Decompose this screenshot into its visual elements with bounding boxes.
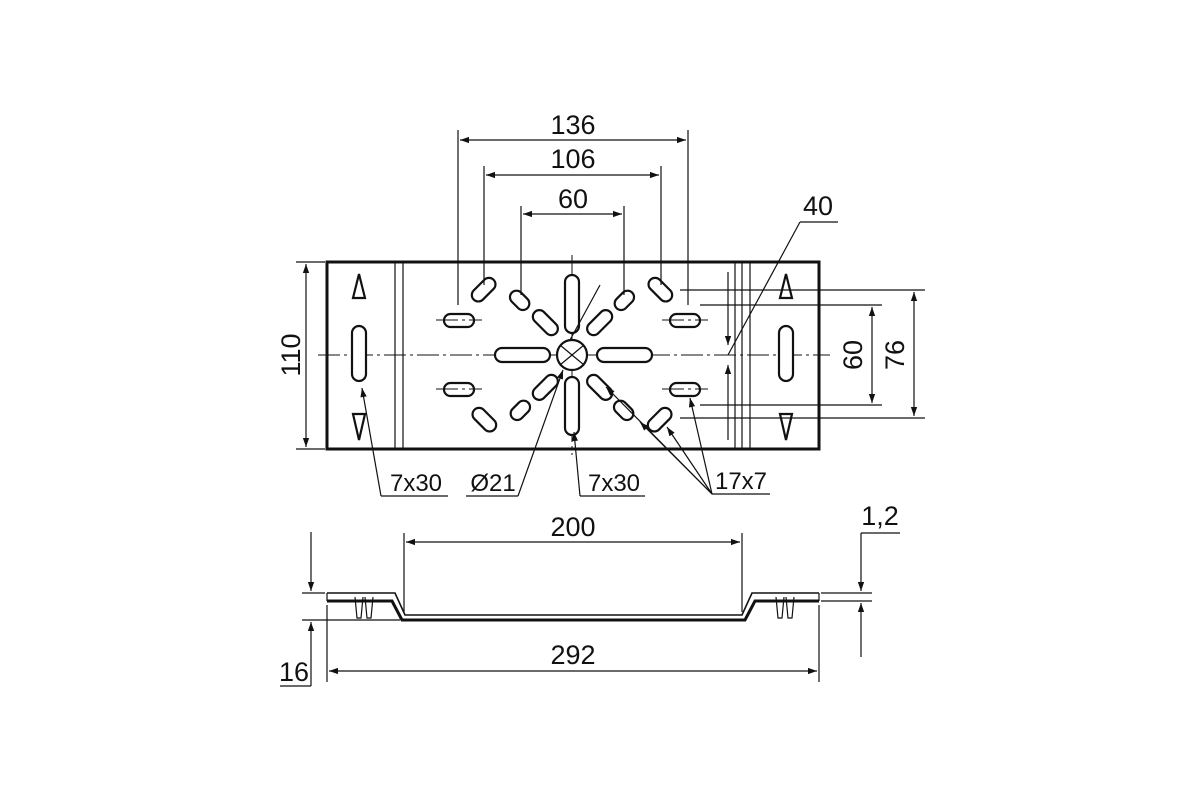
dimension-40: 40	[803, 191, 833, 221]
hole-60-ll	[509, 399, 532, 422]
dimension-110: 110	[276, 333, 306, 376]
leader-d21-through	[569, 284, 601, 341]
slot-end-right-top	[778, 273, 794, 300]
label-7x30-center: 7x30	[588, 470, 640, 497]
slot-left-arm	[493, 346, 552, 364]
center-hole-cross-2	[559, 344, 585, 366]
leader-17x7-d	[688, 397, 713, 495]
label-d21: Ø21	[470, 470, 515, 497]
slot-end-left-center	[350, 324, 368, 383]
slot-diag-lr	[586, 373, 614, 401]
profile-tab-left-2	[364, 596, 374, 619]
leader-7x30-center	[571, 431, 581, 497]
slot-right-arm	[595, 346, 654, 364]
slot-end-left-bottom	[351, 412, 367, 441]
slot-17x7-lr	[646, 406, 673, 433]
label-17x7: 17x7	[715, 468, 767, 495]
dimension-292: 292	[550, 640, 595, 670]
slot-end-left-top	[351, 273, 367, 300]
dimension-60-top: 60	[558, 184, 588, 214]
slot-diag-ul	[531, 309, 559, 337]
profile-top-edge	[327, 592, 819, 616]
leader-d21	[517, 369, 564, 497]
leader-17x7-b	[639, 421, 713, 495]
profile-bottom-edge	[327, 599, 819, 622]
hole-60-ur	[613, 289, 636, 312]
dimension-16: 16	[279, 657, 309, 687]
leader-7x30-left	[360, 387, 382, 497]
slot-17x7-ul	[470, 276, 497, 303]
hole-60-lr	[612, 399, 635, 422]
slot-diag-ll	[531, 373, 559, 401]
leader-17x7-c	[666, 426, 713, 495]
profile-tab-left-1	[354, 596, 364, 619]
slot-top	[563, 273, 581, 335]
slot-17x7-ur	[647, 276, 674, 303]
dimension-60-right: 60	[838, 340, 868, 370]
leader-40	[727, 221, 801, 356]
dimension-200: 200	[550, 512, 595, 542]
slot-end-right-bottom	[778, 412, 794, 441]
hole-60-ul	[508, 289, 531, 312]
label-7x30-left: 7x30	[390, 470, 442, 497]
profile-tab-right-2	[785, 596, 795, 619]
dimension-136: 136	[550, 110, 595, 140]
dimension-76: 76	[880, 340, 910, 370]
dimension-1-2: 1,2	[861, 501, 899, 531]
plan-view: 136 106 60 40 110 60 76 7	[276, 110, 925, 497]
profile-tab-right-1	[775, 596, 785, 619]
dimension-106: 106	[550, 144, 595, 174]
slot-17x7-ll	[471, 406, 498, 433]
slot-diag-ur	[586, 309, 614, 337]
slot-end-right-center	[777, 324, 795, 383]
profile-view: 200 292 16 1,2	[279, 501, 900, 687]
slot-bottom	[563, 375, 581, 437]
